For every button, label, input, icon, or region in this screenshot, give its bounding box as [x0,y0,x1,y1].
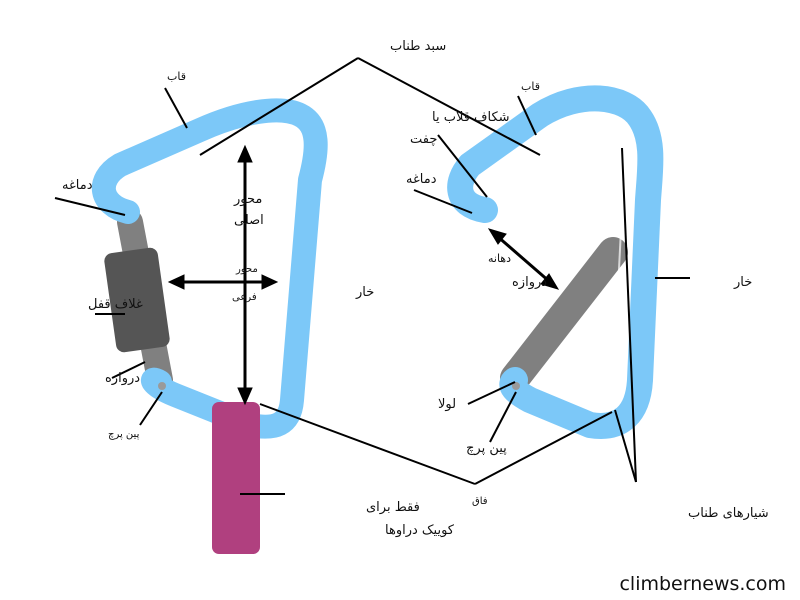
label-spine-mid-right: خار [733,275,752,290]
label-major-axis-line1: محور [233,192,262,207]
axes [167,144,560,406]
label-rope-basket: سبد طناب [390,39,446,54]
locking-sleeve-shape [104,247,170,353]
label-hinge: لولا [438,397,456,412]
rivet-pin-left [158,382,166,390]
non-locking-carabiner-frame [447,85,664,439]
leader-spine-right [517,95,537,136]
label-rope-grooves: شیارهای طناب [688,506,769,521]
gate-opening-line [496,234,551,284]
label-keyhole-notch-line1: شکاف قلاب یا [432,110,510,125]
rope-groove-edge [611,149,626,409]
leader-hinge [467,381,516,405]
leader-nose-right [413,189,473,214]
major-axis-arrow-top [237,144,253,163]
minor-axis-arrow-left [167,274,185,290]
label-minor-axis-line1: محور [235,264,258,275]
website-credit: climbernews.com [619,573,786,595]
leader-rope-basket-right [357,57,541,156]
labels: سبد طناب قاب قاب شکاف قلاب یا چفت دماغه … [62,39,786,595]
label-gate-opening-line1: دهانه [488,252,511,265]
label-nose-left: دماغه [62,178,93,193]
label-rivet-right: پین پرچ [466,441,507,456]
leader-basket-left [259,403,476,485]
leader-gate-left [111,361,146,379]
label-spine-left: قاب [167,70,186,83]
quickdraw-sling [212,402,260,554]
label-spine-mid-left: خار [355,285,374,300]
leader-rivet-left [139,391,163,426]
leader-rope-groove-1 [621,147,637,483]
leader-spine-left [164,87,188,129]
leader-lines [54,57,690,495]
label-quickdraw-line2: کوییک دراوها [385,523,455,538]
leader-rivet-right [489,391,517,443]
label-quickdraw-line1: فقط برای [366,500,420,515]
leader-nose-left [54,197,126,216]
gate-opening-arrow-bottom [540,273,560,290]
gate-opening-arrow-top [487,228,507,245]
non-locking-carabiner-gate [500,237,628,393]
label-spine-right: قاب [521,80,540,93]
label-keyhole-notch-line2: چفت [410,132,437,147]
label-rivet-left: پین پرچ [108,429,140,440]
label-gate-left: دروازه [105,371,140,386]
label-nose-right: دماغه [406,172,437,187]
label-locking-sleeve: غلاف قفل [88,297,143,312]
locking-carabiner-frame [91,98,328,439]
label-gate-opening-line2: دروازه [512,275,547,290]
locking-carabiner [91,98,328,554]
major-axis-arrow-bottom [237,387,253,406]
leader-rope-basket-left [199,57,359,156]
leader-basket-right [474,411,613,485]
label-minor-axis-line2: فرعی [232,292,257,303]
label-basket: فاق [472,496,488,507]
rivet-pin-right [512,382,520,390]
non-locking-carabiner [447,85,664,439]
leader-rope-groove-2 [614,409,637,483]
minor-axis-arrow-right [261,274,279,290]
label-major-axis-line2: اصلی [234,213,264,228]
leader-keyhole-notch [437,134,488,198]
